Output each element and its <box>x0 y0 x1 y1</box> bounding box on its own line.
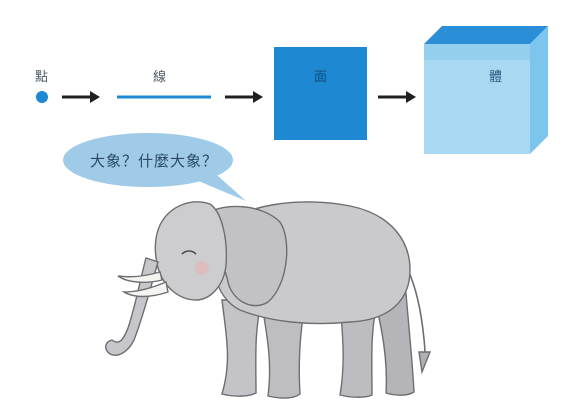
speech-bubble-text: 大象？什麼大象？ <box>90 152 219 170</box>
plane-square <box>274 47 367 140</box>
arrow-3 <box>378 91 416 103</box>
solid-cube <box>424 26 548 154</box>
point-dot <box>36 91 48 103</box>
label-solid: 體 <box>489 70 503 85</box>
speech-bubble <box>63 133 246 201</box>
label-line: 線 <box>153 70 167 85</box>
label-point: 點 <box>35 70 49 85</box>
label-plane: 面 <box>314 70 328 85</box>
arrow-1 <box>62 91 100 103</box>
elephant-illustration <box>105 201 432 399</box>
arrow-2 <box>225 91 263 103</box>
